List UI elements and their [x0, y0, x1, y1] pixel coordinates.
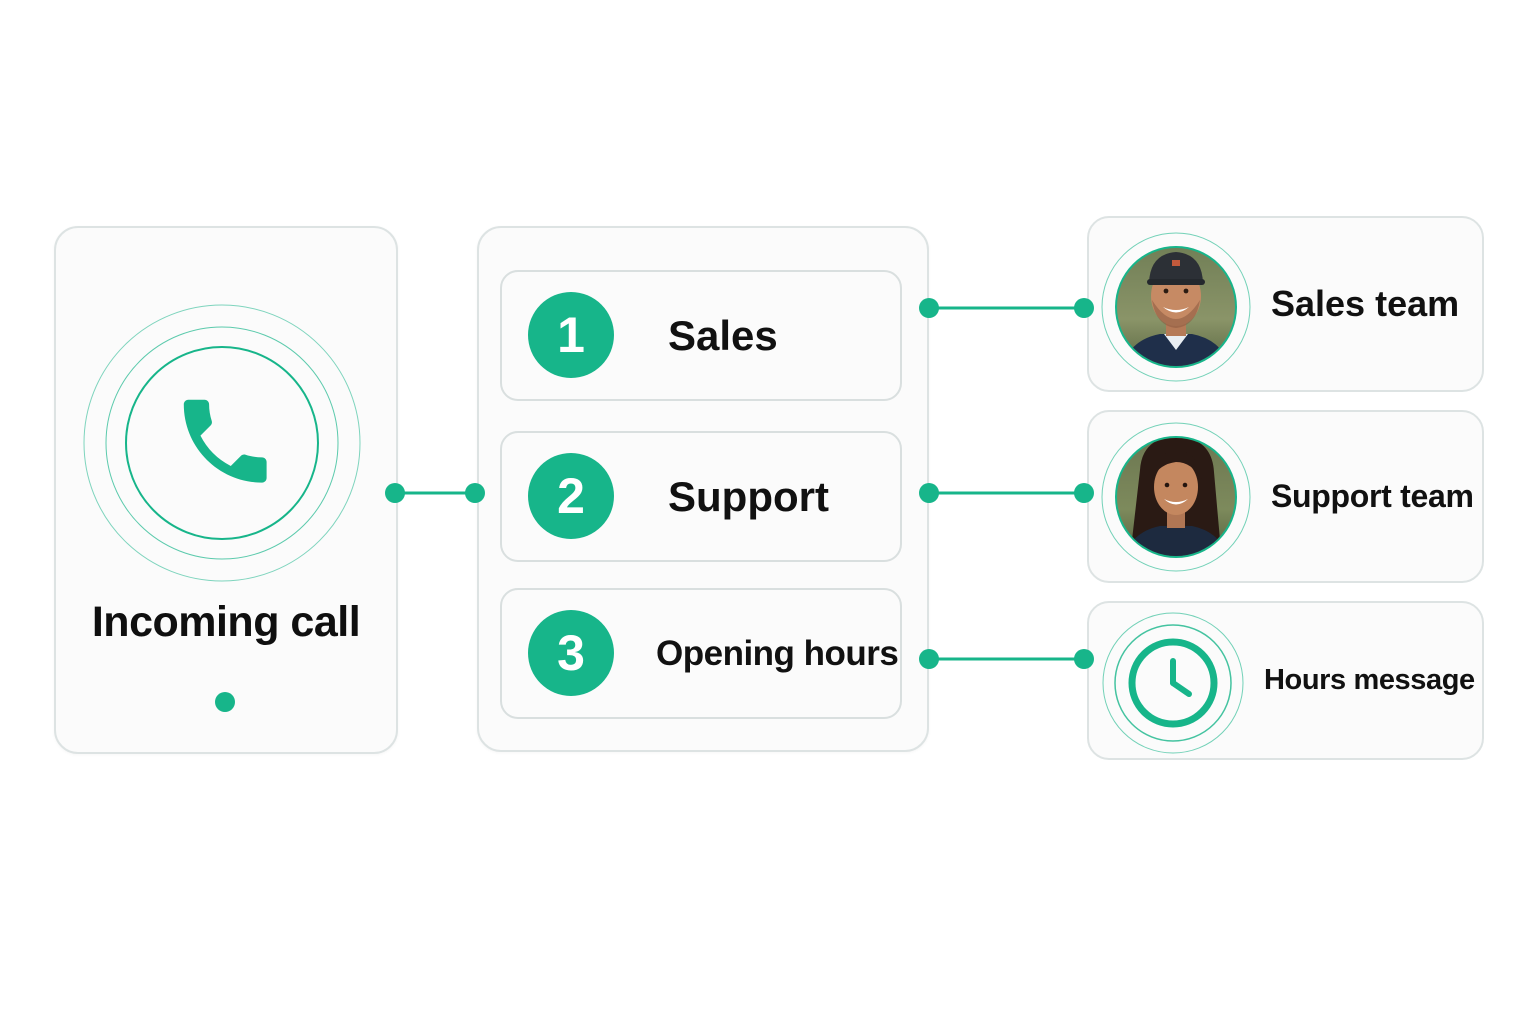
option-label: Support: [668, 472, 829, 520]
destination-label: Sales team: [1271, 283, 1460, 324]
menu-option-support[interactable]: 2 Support: [500, 431, 902, 562]
option-number-badge: 2: [528, 453, 614, 539]
option-number-badge: 1: [528, 292, 614, 378]
option-number-badge: 3: [528, 610, 614, 696]
connector-support: [919, 483, 1094, 503]
connector-incoming-to-menu: [385, 483, 485, 503]
phone-icon: [183, 399, 267, 483]
incoming-call-label: Incoming call: [91, 598, 361, 646]
incoming-call-card: [54, 226, 398, 754]
phone-rings: [83, 304, 361, 582]
status-dot: [215, 692, 235, 712]
connector-sales: [919, 298, 1094, 318]
option-label: Sales: [668, 311, 778, 359]
destination-label: Support team: [1271, 478, 1474, 514]
menu-option-opening-hours[interactable]: 3 Opening hours: [500, 588, 902, 719]
destination-hours-message[interactable]: Hours message: [1087, 601, 1484, 760]
sales-team-avatar: [1101, 232, 1251, 382]
support-team-avatar: [1101, 422, 1251, 572]
destination-label: Hours message: [1264, 664, 1475, 696]
clock-icon: [1102, 612, 1244, 754]
option-label: Opening hours: [656, 633, 899, 673]
menu-option-sales[interactable]: 1 Sales: [500, 270, 902, 401]
connector-opening-hours: [919, 649, 1094, 669]
